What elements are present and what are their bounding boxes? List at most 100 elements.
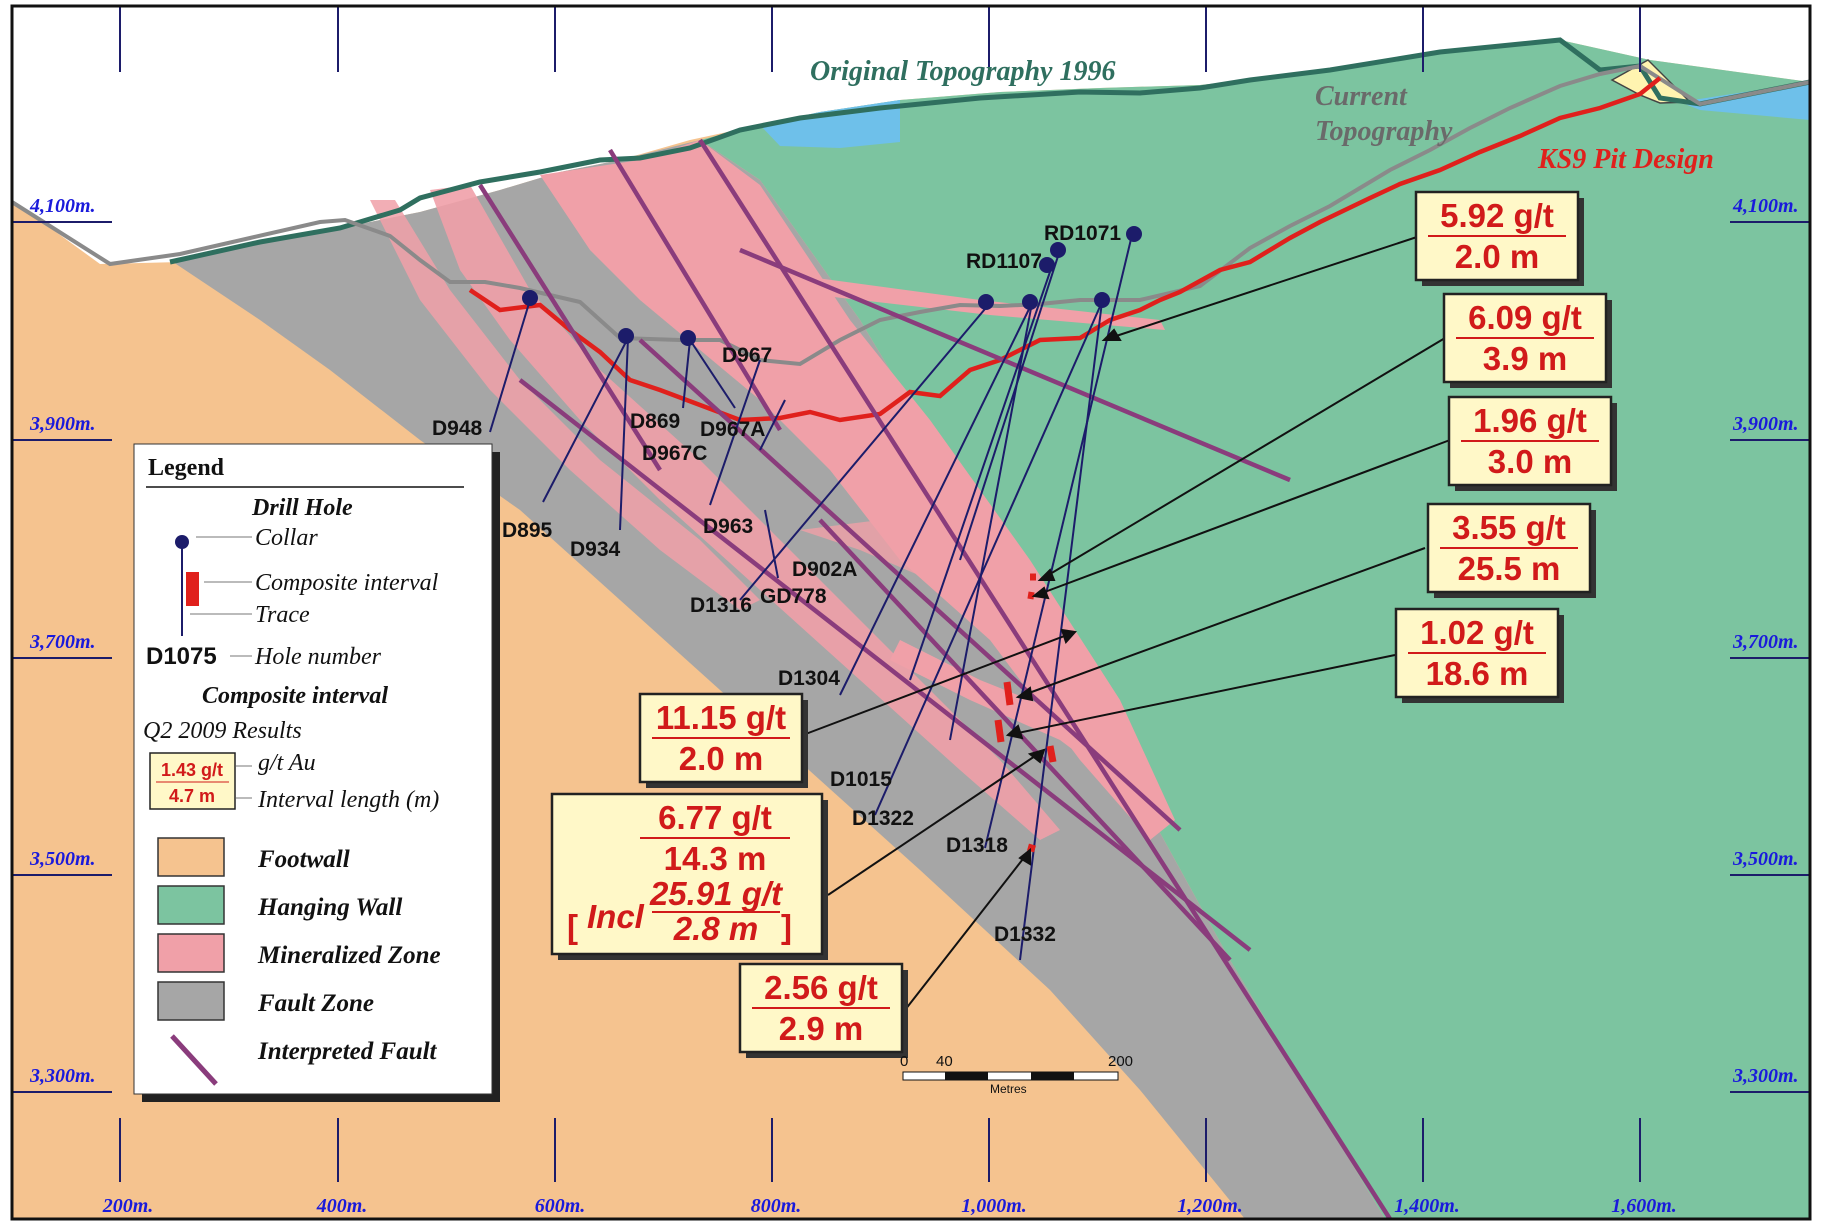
scale-tick-0: 0 [900,1053,908,1070]
scale-unit: Metres [990,1082,1027,1096]
callout-6-incl-grade: 25.91 g/t [649,875,784,912]
hole-label-rd1107: RD1107 [966,250,1042,273]
legend-composite-label: Composite interval [255,570,439,596]
hole-label-d1316: D1316 [690,594,752,617]
callout-4-grade: 1.02 g/t [1420,614,1534,651]
callout-0-grade: 5.92 g/t [1440,197,1554,234]
hole-label-d948: D948 [432,417,483,440]
callout-1: 6.09 g/t 3.9 m [1442,292,1612,388]
collar-d1318 [1094,292,1110,308]
callout-7-grade: 2.56 g/t [764,969,878,1006]
hole-label-gd778: GD778 [760,585,827,608]
hole-label-d967c: D967C [642,442,707,465]
callout-0: 5.92 g/t 2.0 m [1414,190,1584,286]
hole-label-d934: D934 [570,538,621,561]
callout-7: 2.56 g/t 2.9 m [738,962,908,1058]
legend-mineralized-zone-swatch [157,933,225,973]
callout-5-grade: 11.15 g/t [656,699,786,736]
collar-rd1107 [1039,257,1055,273]
hole-label-d1332: D1332 [994,923,1056,946]
legend-composite-icon [186,572,199,606]
callout-7-length: 2.9 m [779,1010,863,1047]
legend-hole-number-label: Hole number [254,644,382,670]
original-topography-line [169,37,1811,265]
elev-right-3700: 3,700m. [1732,631,1799,653]
legend-grade-unit: g/t Au [258,750,316,776]
hole-label-d1304: D1304 [778,667,840,690]
collar-d948 [522,290,538,306]
easting-1600: 1,600m. [1611,1195,1677,1217]
callout-leaders [802,235,1451,1011]
legend-hole-example: D1075 [146,643,217,670]
legend-interpreted-fault-label: Interpreted Fault [257,1038,438,1065]
easting-1000: 1,000m. [961,1195,1027,1217]
callout-6-length: 14.3 m [664,840,767,877]
legend-fault-zone-swatch [157,981,225,1021]
callout-1-grade: 6.09 g/t [1468,299,1582,336]
legend-sample-callout [149,752,236,810]
callout-2: 1.96 g/t 3.0 m [1447,395,1617,491]
legend-title: Legend [148,455,225,481]
callout-3-grade: 3.55 g/t [1452,509,1566,546]
collar-rd1107b [1050,242,1066,258]
hole-label-d967a: D967A [700,418,765,441]
easting-800: 800m. [751,1195,802,1217]
callout-6-bracket-close: ] [781,908,792,945]
callout-2-grade: 1.96 g/t [1473,402,1587,439]
hole-label-d869: D869 [630,410,680,433]
callout-1-length: 3.9 m [1483,340,1567,377]
callout-5: 11.15 g/t 2.0 m [638,692,808,788]
ks9-pit-design-line [468,76,1662,423]
easting-labels: 200m. 600m. 800m. 1,000m. 1,200m. 1,400m… [102,1195,1677,1217]
callout-0-length: 2.0 m [1455,238,1539,275]
callout-6: 6.77 g/t 14.3 m [ ] Incl 25.91 g/t 2.8 m [550,792,828,960]
hole-label-d1322: D1322 [852,807,914,830]
hole-label-d967: D967 [722,344,772,367]
legend-composite-heading: Composite interval [202,683,388,709]
elev-left-3300: 3,300m. [29,1065,96,1087]
legend-interpreted-fault-icon [170,1034,218,1086]
composite-intervals [994,573,1057,853]
legend-sample-grade: 1.43 g/t [161,760,223,780]
callout-4-length: 18.6 m [1426,655,1529,692]
easting-1400: 1,400m. [1394,1195,1460,1217]
easting-600: 600m. [535,1195,586,1217]
drill-hole-traces [489,234,1133,961]
callout-5-length: 2.0 m [679,740,763,777]
legend-collar-icon [175,535,189,549]
easting-200: 200m. [102,1195,154,1217]
frame-ticks [12,6,1810,1182]
legend-footwall-label: Footwall [257,846,350,873]
callout-6-bracket-open: [ [567,908,578,945]
current-topography-line [10,63,1811,367]
elev-left-4100: 4,100m. [29,195,96,217]
hole-label-d895: D895 [502,519,553,542]
elev-left-3900: 3,900m. [29,413,96,435]
elev-right-3900: 3,900m. [1732,413,1799,435]
legend-sample-length: 4.7 m [169,786,215,806]
hole-label-d963: D963 [703,515,753,538]
legend-length-unit: Interval length (m) [257,787,439,813]
legend-drill-hole-heading: Drill Hole [251,495,353,521]
callout-2-length: 3.0 m [1488,443,1572,480]
elevation-labels-left: 4,100m. 3,900m. 3,700m. 3,500m. 3,300m. [29,195,96,1087]
drill-collars [522,226,1142,346]
map-frame [10,4,1812,1221]
callout-4: 1.02 g/t 18.6 m [1394,607,1564,703]
hole-label-d1015: D1015 [830,768,892,791]
water-right [1680,82,1810,120]
elevation-labels-right: 4,100m. 3,900m. 3,700m. 3,500m. 3,300m. [1732,195,1799,1087]
elev-right-3300: 3,300m. [1732,1065,1799,1087]
scale-tick-40: 40 [936,1053,953,1070]
callout-3-length: 25.5 m [1458,550,1561,587]
elev-left-3700: 3,700m. [29,631,96,653]
scale-tick-200: 200 [1108,1053,1133,1070]
scale-bar: 0 40 200 Metres [900,1053,1133,1096]
hole-label-rd1071: RD1071 [1044,222,1121,245]
ks9-pit-design-label: KS9 Pit Design [1537,144,1714,175]
collar-d1304 [978,294,994,310]
elev-right-4100: 4,100m. [1732,195,1799,217]
callout-6-grade: 6.77 g/t [658,799,772,836]
elev-right-3500: 3,500m. [1732,848,1799,870]
